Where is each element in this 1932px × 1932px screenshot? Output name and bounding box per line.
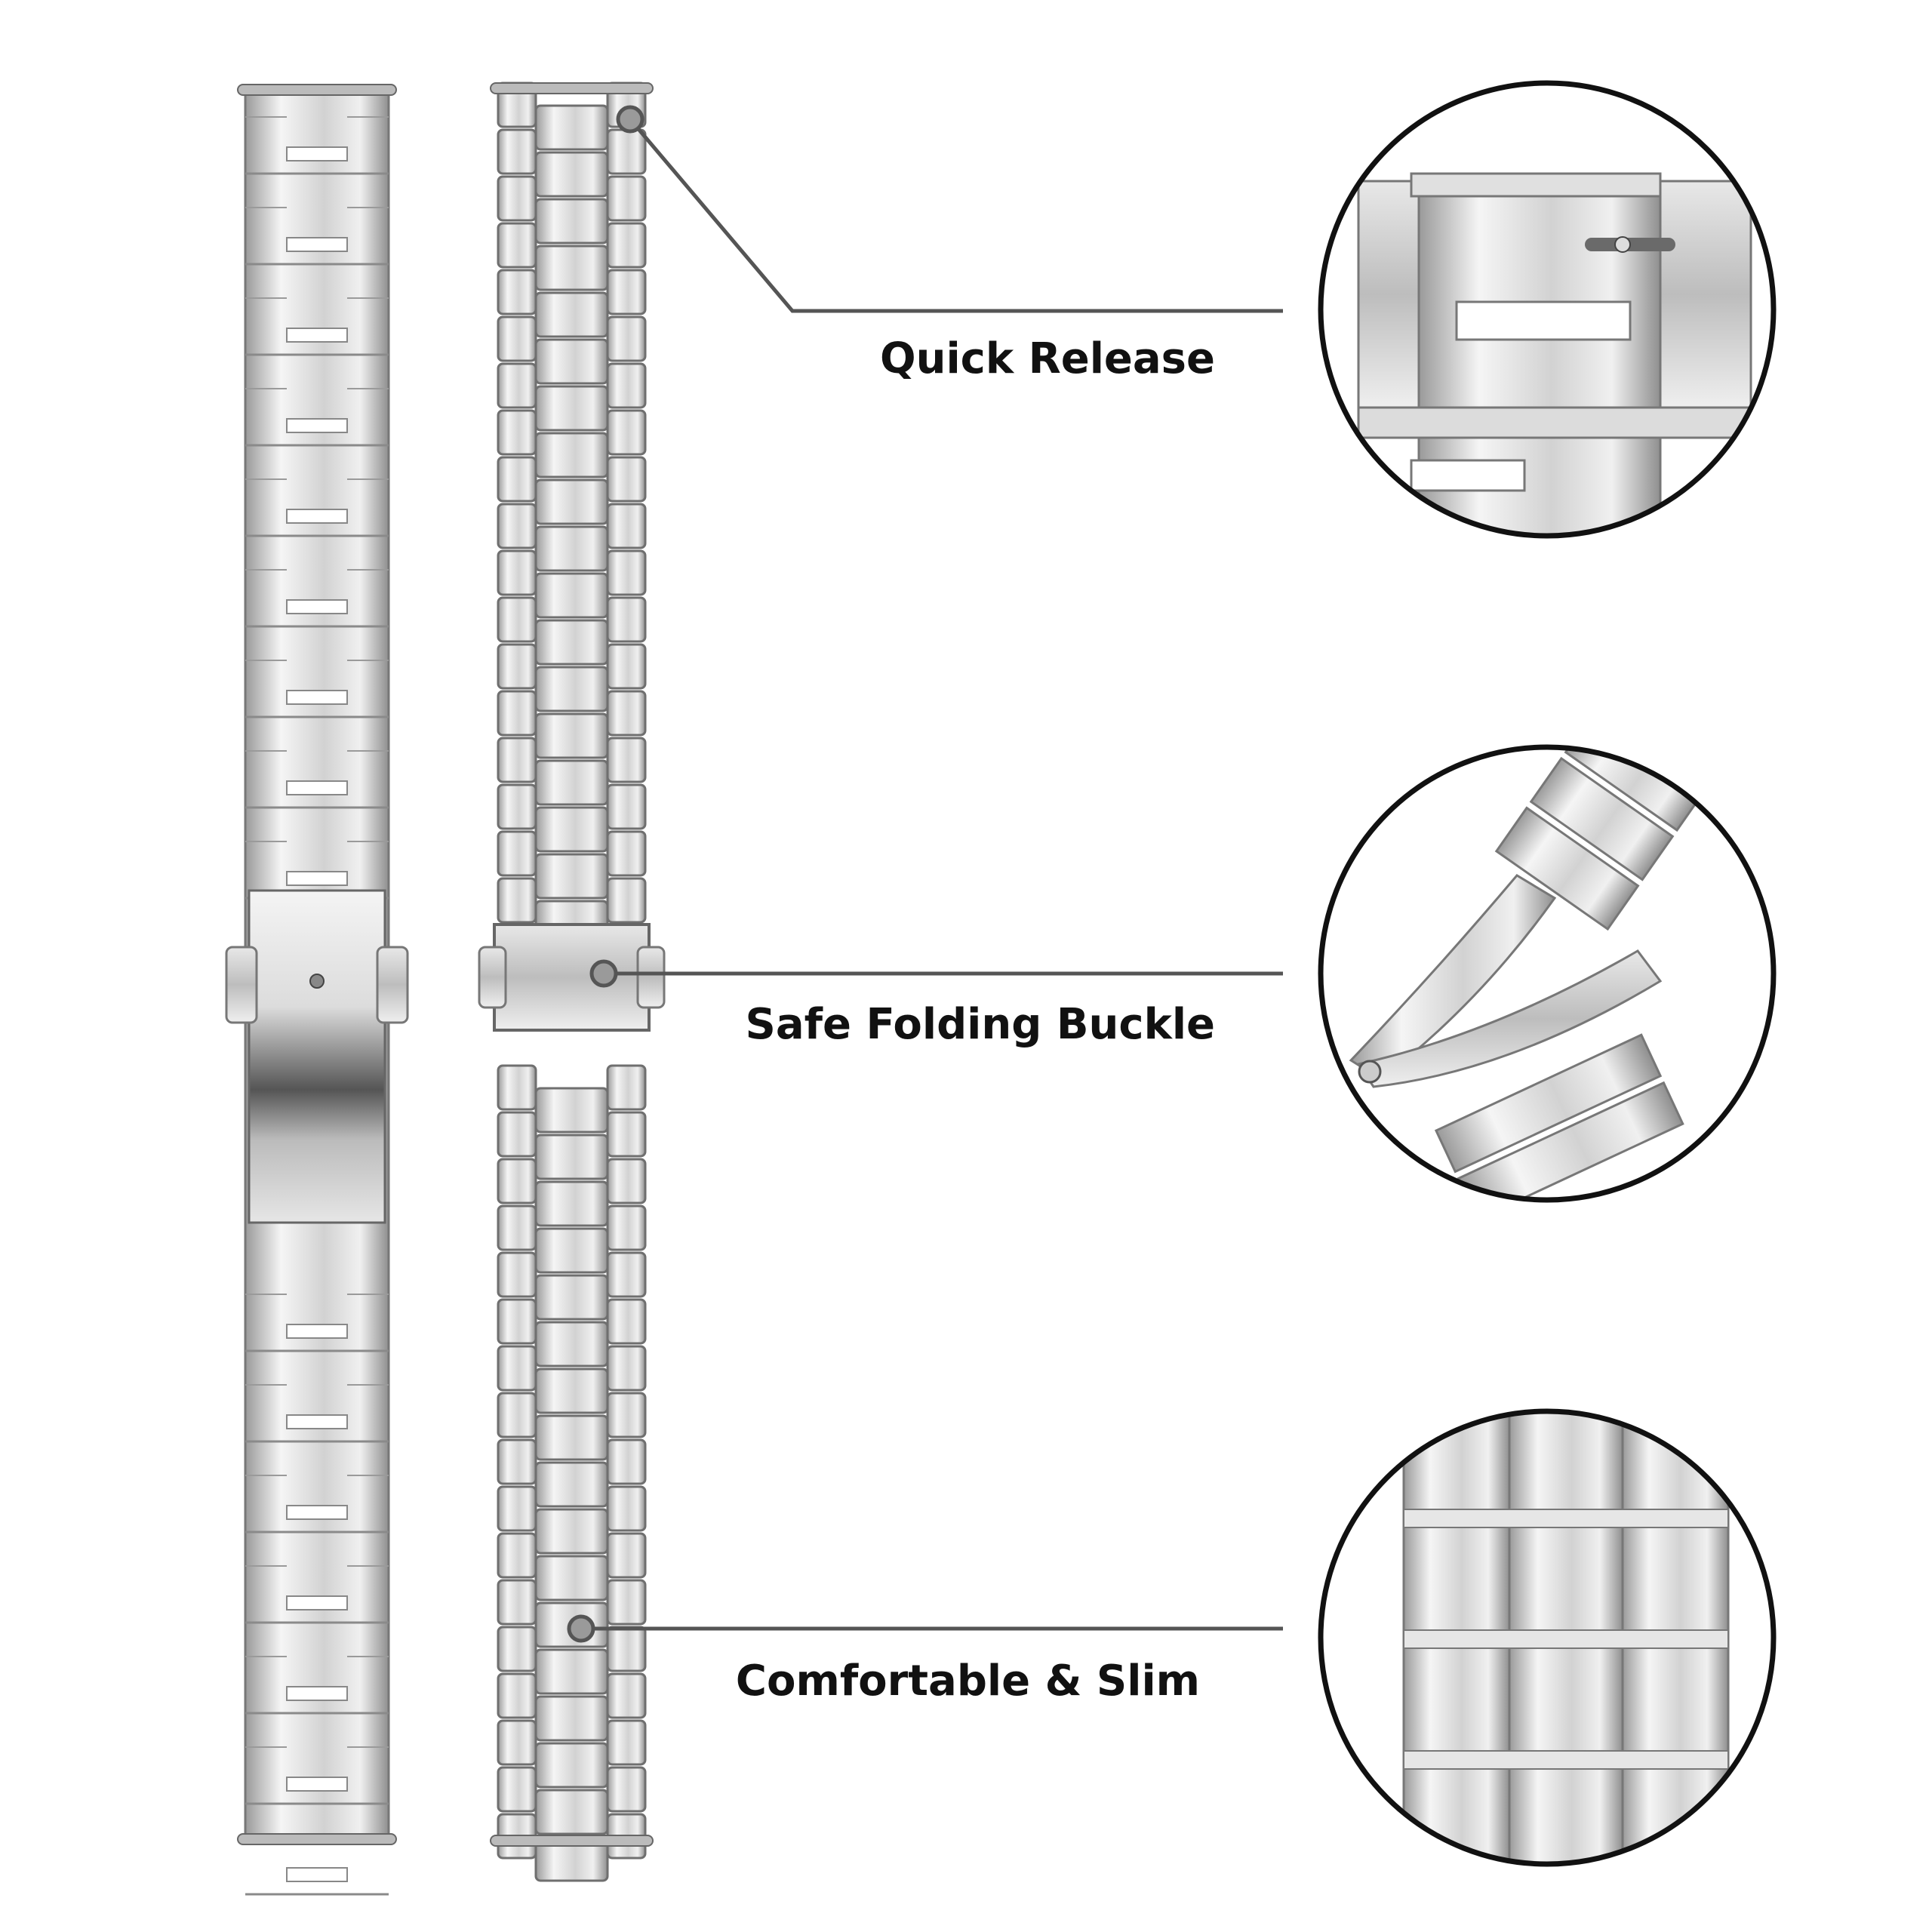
detail-circle-folding-buckle — [1318, 744, 1777, 1203]
watch-band-back-view — [225, 84, 409, 1896]
marker-dot-buckle — [589, 959, 618, 988]
detail-circle-comfortable-slim — [1318, 1408, 1777, 1867]
marker-dot-quick-release — [616, 105, 645, 134]
callout-markers — [567, 105, 645, 1643]
callout-lines — [581, 118, 1283, 1631]
marker-dot-slim — [567, 1614, 595, 1643]
feature-label-quick-release: Quick Release — [880, 334, 1215, 383]
feature-label-comfortable-slim: Comfortable & Slim — [736, 1657, 1200, 1706]
feature-label-safe-folding-buckle: Safe Folding Buckle — [745, 1000, 1215, 1049]
detail-circle-quick-release — [1318, 80, 1777, 539]
watch-band-front-view — [478, 82, 666, 1882]
callout-line-quick-release — [629, 118, 1283, 313]
